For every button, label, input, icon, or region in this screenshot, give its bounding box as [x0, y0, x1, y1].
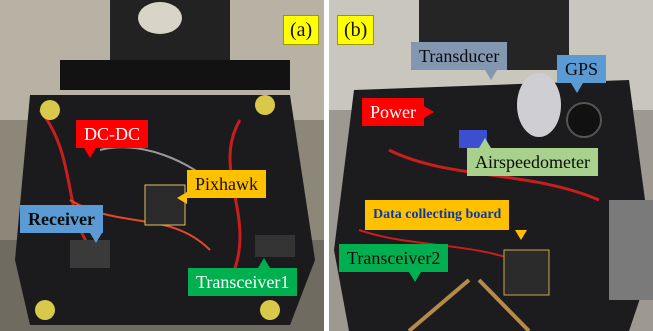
callout-gps-text: GPS — [565, 59, 599, 79]
panel-label-b: (b) — [337, 15, 375, 45]
callout-tail — [177, 192, 187, 204]
callout-receiver: Receiver — [20, 205, 103, 243]
callout-transceiver2-text: Transceiver2 — [347, 248, 441, 268]
callout-receiver-text: Receiver — [28, 209, 95, 229]
callout-transducer-text: Transducer — [419, 46, 500, 66]
callout-dcdc: DC-DC — [76, 120, 149, 158]
callout-dcdc-text: DC-DC — [84, 124, 141, 144]
panel-label-a: (a) — [283, 15, 320, 45]
callout-data-collecting-board-text: Data collecting board — [373, 207, 502, 222]
callout-transceiver1: Transceiver1 — [188, 258, 298, 296]
callout-tail — [485, 70, 498, 80]
photo-panel-a: (a) DC-DC Pixhawk Receiver Transceiver1 — [0, 0, 324, 331]
drone-photo-a — [0, 0, 324, 331]
callout-tail — [409, 272, 421, 282]
callout-tail — [571, 83, 583, 93]
callout-tail — [90, 233, 102, 243]
callout-transceiver1-text: Transceiver1 — [196, 272, 290, 292]
callout-tail — [479, 138, 491, 148]
callout-tail — [515, 230, 527, 240]
callout-tail — [258, 258, 270, 268]
callout-tail — [424, 106, 434, 118]
callout-transducer: Transducer — [411, 42, 508, 80]
callout-power: Power — [362, 98, 434, 126]
callout-gps: GPS — [557, 55, 607, 93]
callout-power-text: Power — [370, 102, 416, 122]
callout-pixhawk: Pixhawk — [177, 170, 266, 204]
callout-pixhawk-text: Pixhawk — [195, 174, 258, 194]
photo-panel-b: (b) Transducer GPS Power Airspeedometer … — [329, 0, 653, 331]
callout-airspeedometer: Airspeedometer — [467, 138, 598, 176]
callout-tail — [84, 148, 96, 158]
callout-data-collecting-board: Data collecting board — [365, 200, 527, 240]
callout-airspeedometer-text: Airspeedometer — [475, 152, 590, 172]
callout-transceiver2: Transceiver2 — [339, 244, 449, 282]
